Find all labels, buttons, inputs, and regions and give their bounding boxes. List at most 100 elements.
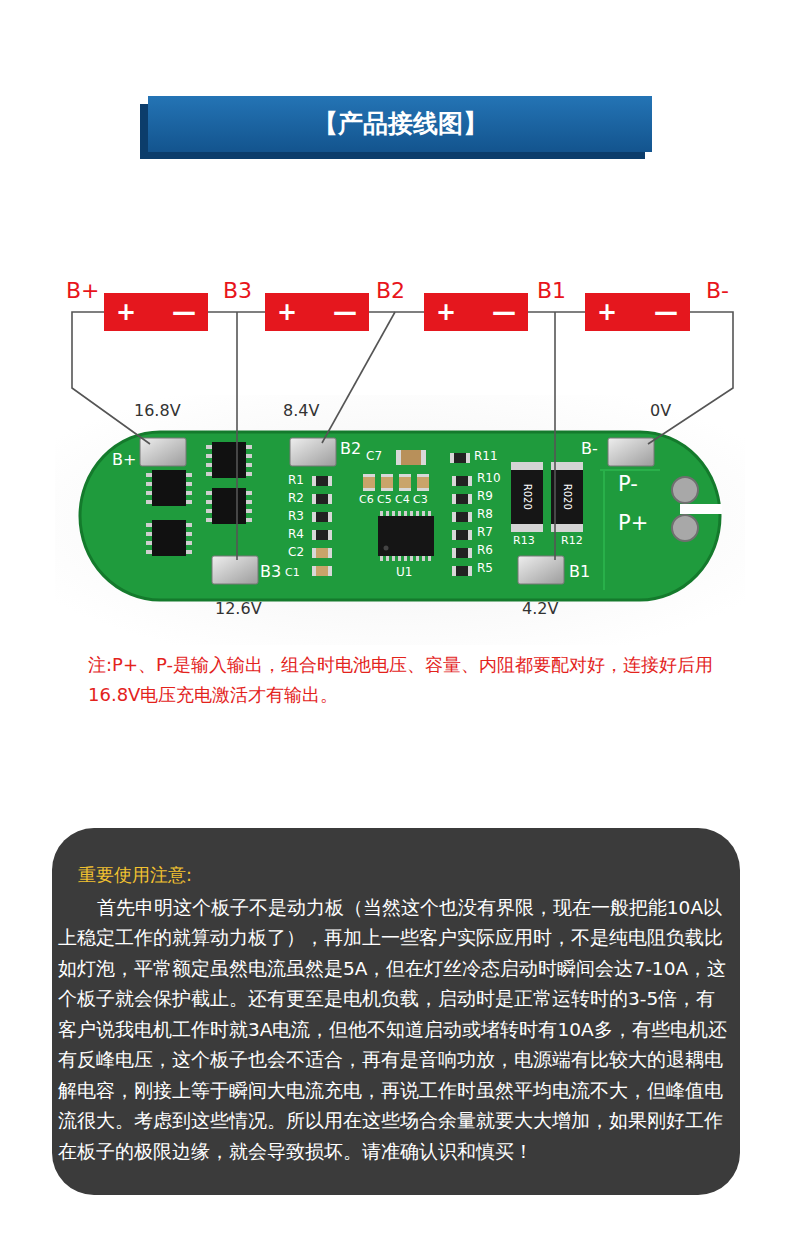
smd-capacitor-part — [363, 474, 375, 491]
silkscreen-label: R11 — [474, 450, 498, 464]
silkscreen-label: B+ — [112, 451, 136, 469]
smd-resistor-part — [452, 494, 472, 504]
silkscreen-label: R10 — [477, 472, 501, 486]
smd-capacitor-part — [417, 477, 429, 488]
voltage-label: 4.2V — [522, 600, 558, 618]
silkscreen-label: R2 — [288, 492, 304, 506]
silkscreen-label: B1 — [569, 563, 590, 581]
smd-resistor-part — [316, 494, 328, 504]
silkscreen-label: R6 — [477, 544, 493, 558]
smd-resistor-part — [456, 566, 468, 576]
notice-panel: 重要使用注意: 首先申明这个板子不是动力板（当然这个也没有界限，现在一般把能10A… — [52, 828, 740, 1195]
title-banner — [140, 96, 652, 159]
plus-sign: + — [436, 300, 456, 324]
mosfet-chip-part — [212, 442, 246, 478]
pcb-board-part — [600, 470, 660, 590]
silkscreen-label: R4 — [288, 528, 304, 542]
smd-capacitor-part — [396, 450, 426, 465]
smd-resistor-part — [452, 548, 472, 558]
smd-capacitor-part — [417, 474, 429, 491]
minus-sign: — — [333, 300, 357, 324]
silkscreen-label: R12 — [561, 535, 583, 548]
silkscreen-label: R7 — [477, 526, 493, 540]
smd-resistor-part — [452, 476, 472, 486]
plus-sign: + — [597, 300, 617, 324]
battery-cell: +— — [265, 293, 369, 331]
smd-capacitor-part — [399, 474, 411, 491]
terminal-label: B3 — [223, 278, 252, 303]
wire-part — [72, 312, 150, 444]
minus-sign: — — [492, 300, 516, 324]
mosfet-chip-part — [206, 491, 212, 523]
smd-capacitor-part — [381, 474, 393, 491]
battery-cell: +— — [104, 293, 208, 331]
notice-body: 首先申明这个板子不是动力板（当然这个也没有界限，现在一般把能10A以上稳定工作的… — [58, 893, 734, 1168]
terminal-label: B+ — [66, 278, 100, 303]
silkscreen-label: B- — [581, 440, 598, 458]
silkscreen-label: C5 — [377, 494, 392, 507]
silkscreen-label: P+ — [618, 511, 648, 535]
smd-resistor-part — [452, 530, 472, 540]
smd-resistor-part — [454, 453, 466, 463]
smd-resistor-part — [452, 566, 472, 576]
silkscreen-label: R8 — [477, 508, 493, 522]
plus-sign: + — [277, 300, 297, 324]
pcb-board-part — [80, 432, 720, 600]
mosfet-chip-part — [146, 523, 152, 555]
mosfet-chip-part — [246, 491, 252, 523]
smd-resistor-part — [316, 476, 328, 486]
shunt-resistor — [511, 462, 583, 532]
silkscreen-label: R1 — [288, 474, 304, 488]
silkscreen-label: R9 — [477, 490, 493, 504]
silkscreen-label: C7 — [366, 450, 382, 464]
silkscreen-label: R13 — [513, 535, 535, 548]
wire-part — [648, 312, 733, 444]
ic-chip-part — [384, 546, 389, 551]
smd-resistor-part — [312, 494, 332, 504]
note-text: 注:P+、P-是输入输出，组合时电池电压、容量、内阻都要配对好，连接好后用16.… — [88, 650, 720, 710]
mosfet-chip — [149, 442, 249, 556]
silkscreen-label: C6 — [359, 494, 374, 507]
notice-heading: 重要使用注意: — [78, 864, 734, 887]
smd-resistor-part — [316, 512, 328, 522]
silkscreen-label: C4 — [395, 494, 410, 507]
mosfet-chip-part — [206, 445, 212, 477]
mosfet-chip-part — [152, 520, 186, 556]
terminal-label: B2 — [376, 278, 405, 303]
smd-resistor-part — [452, 512, 472, 522]
voltage-label: 12.6V — [215, 600, 262, 618]
smd-resistor-part — [456, 530, 468, 540]
output-terminal — [672, 477, 722, 541]
output-terminal-part — [672, 477, 698, 503]
voltage-label: 8.4V — [283, 402, 319, 420]
smd-capacitor — [312, 450, 429, 576]
mosfet-chip-part — [186, 473, 192, 505]
ic-chip-part — [378, 516, 434, 556]
photo-ground — [55, 395, 745, 645]
smd-capacitor-part — [316, 566, 328, 576]
voltage-label: 0V — [650, 402, 671, 420]
plus-sign: + — [116, 300, 136, 324]
shunt-resistor-part — [511, 470, 543, 524]
silkscreen-label: R020 — [521, 484, 533, 510]
smd-capacitor-part — [401, 450, 421, 465]
battery-cell: +— — [424, 293, 528, 331]
smd-resistor-part — [456, 548, 468, 558]
smd-capacitor-part — [316, 548, 328, 558]
voltage-label: 16.8V — [134, 402, 181, 420]
minus-sign: — — [654, 300, 678, 324]
smd-capacitor-part — [399, 477, 411, 488]
output-terminal-part — [680, 504, 722, 514]
smd-capacitor-part — [312, 548, 332, 558]
smd-resistor-part — [312, 530, 332, 540]
solder-pad-part — [608, 438, 654, 466]
wire-part — [528, 311, 585, 313]
shunt-resistor-part — [511, 462, 543, 532]
smd-capacitor-part — [363, 477, 375, 488]
solder-pad-part — [518, 556, 564, 584]
title-banner-part — [148, 96, 652, 152]
pcb-board — [80, 432, 720, 600]
smd-resistor — [312, 453, 472, 576]
smd-resistor-part — [456, 494, 468, 504]
